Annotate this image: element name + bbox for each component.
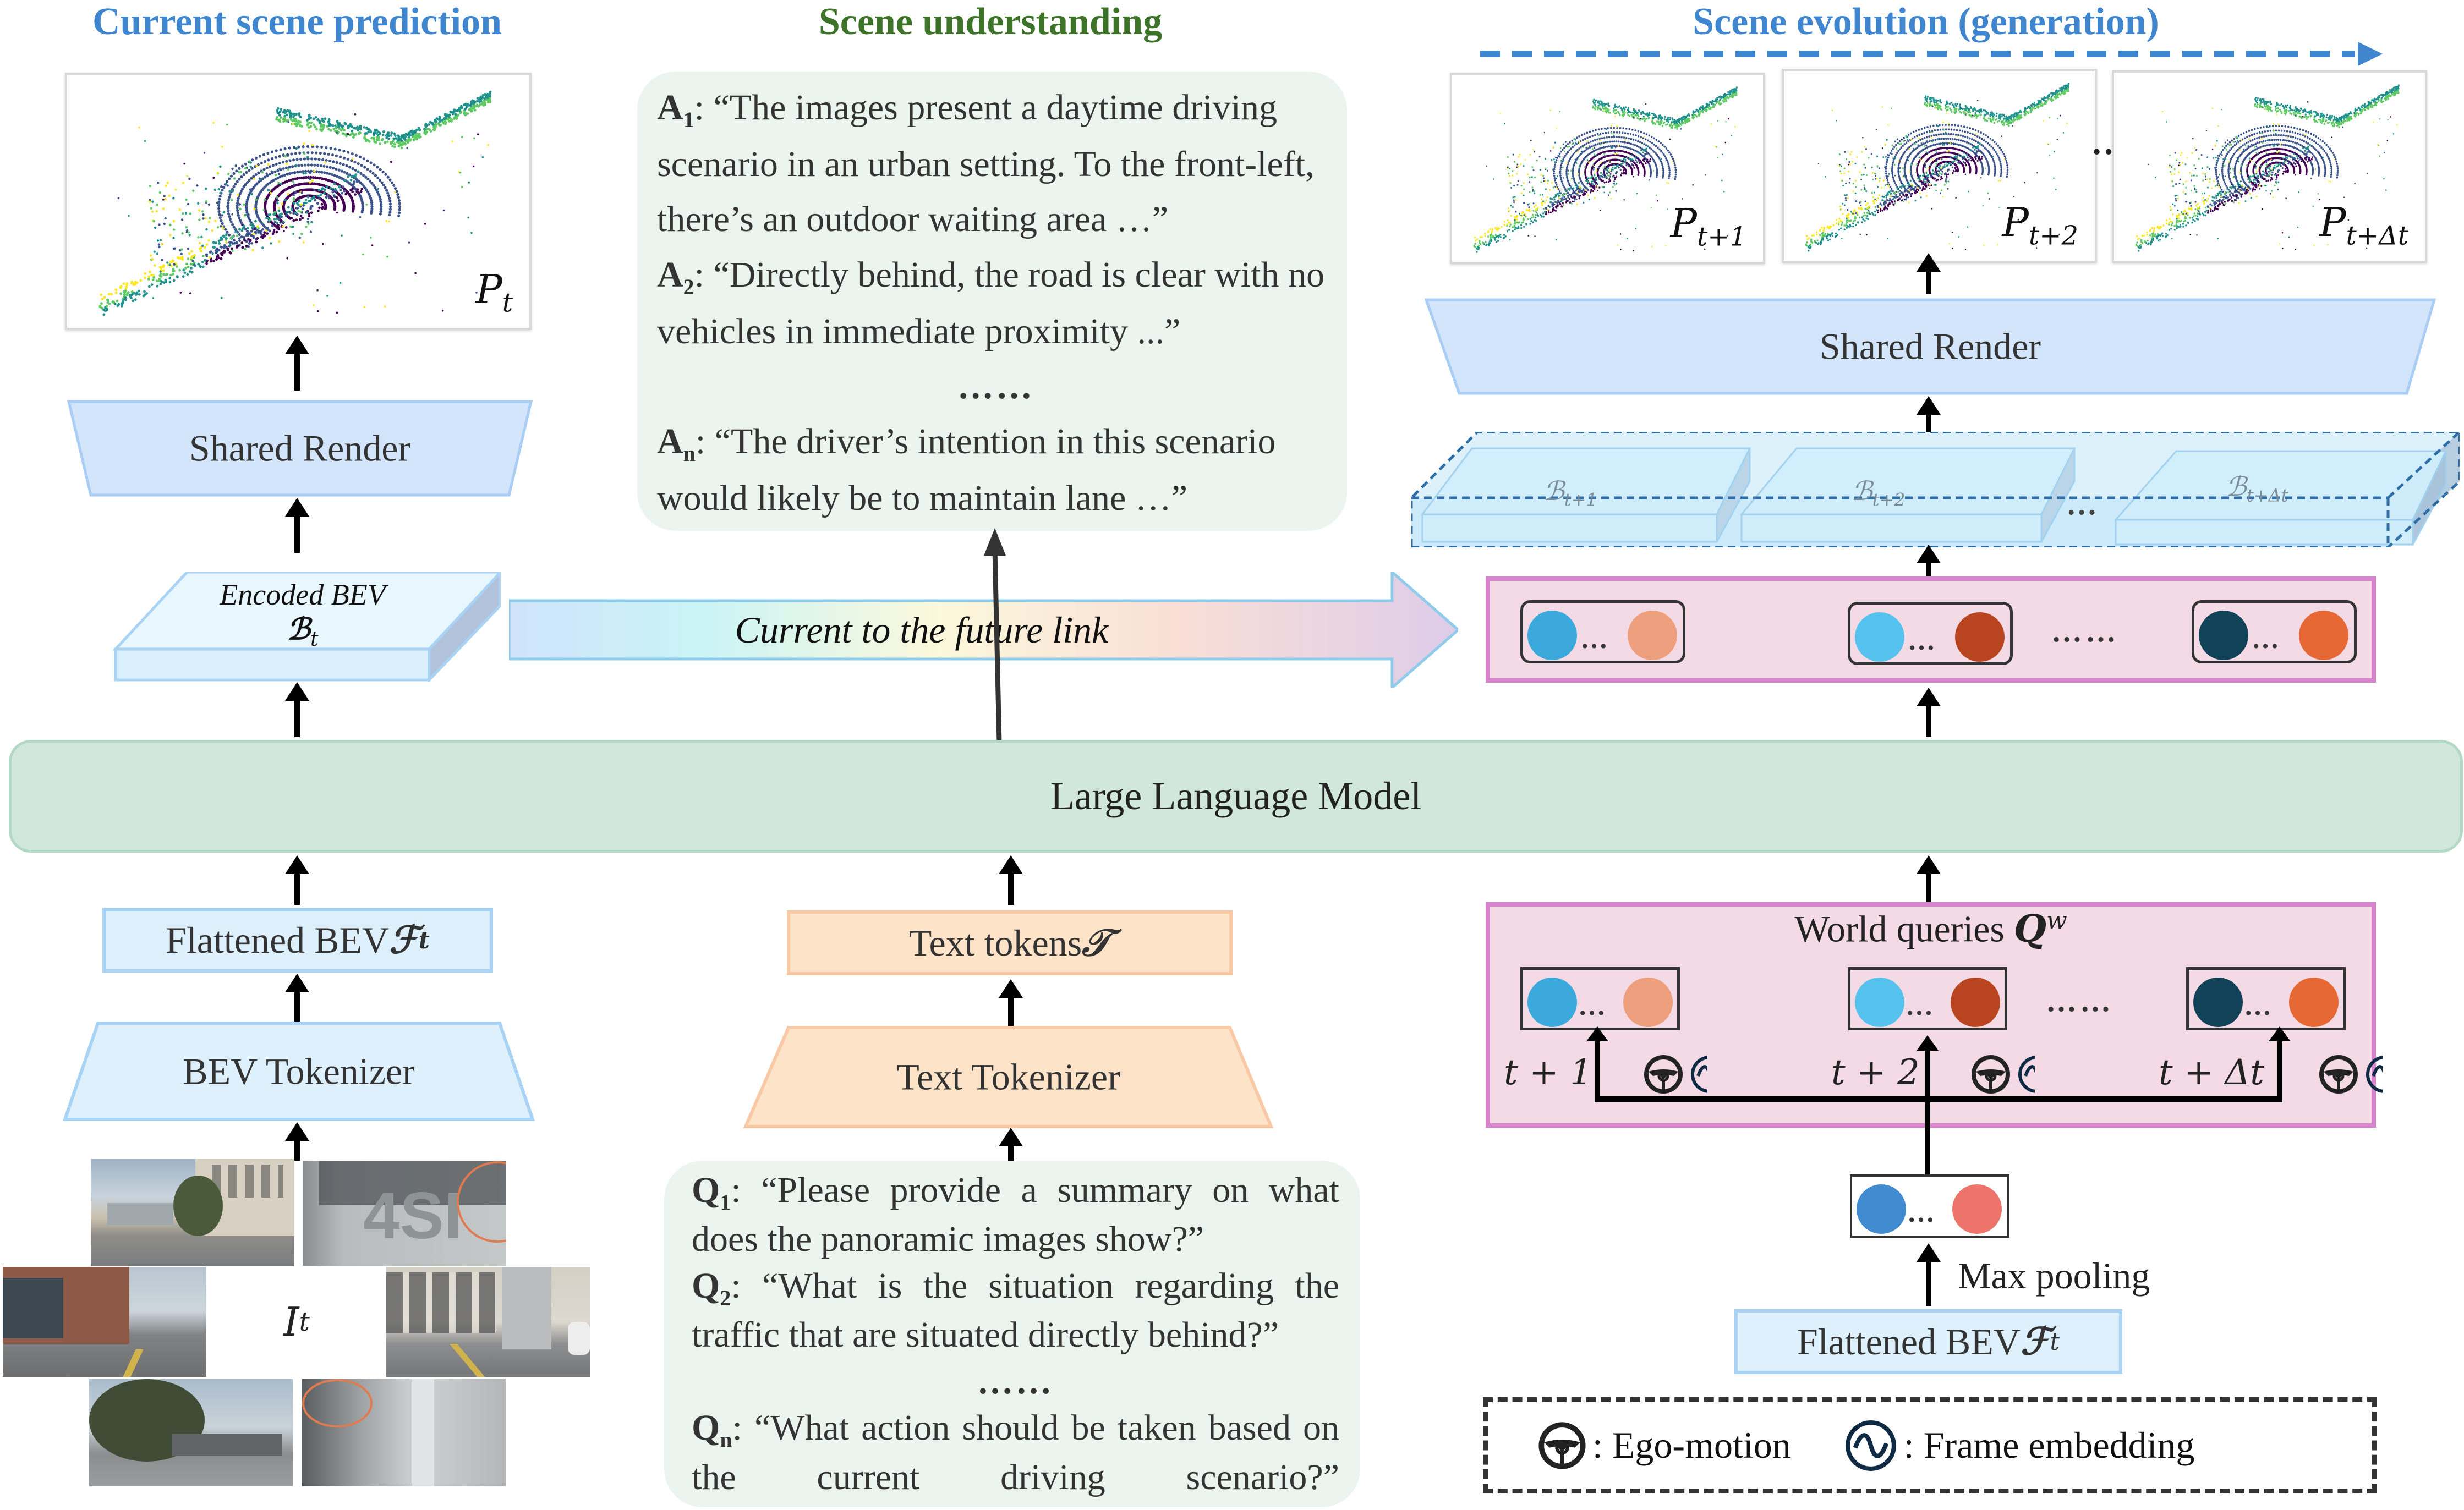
text-tokenizer: Text Tokenizer [743,1026,1274,1128]
query-group-n: … [2186,967,2346,1030]
point-cloud-plot [98,90,492,316]
tokens-ellipsis: …… [2051,614,2120,649]
answer-2: A2: “Directly behind, the road is clear … [657,254,1325,352]
token-group-2: … [1848,602,2013,665]
camera-front-right: 4SI [303,1161,506,1266]
future-bev-2-label: ℬt+2 [1852,476,1906,510]
answer-n: An: “The driver’s intention in this scen… [657,421,1276,519]
answers-bubble: A1: “The images present a daytime drivin… [637,72,1347,531]
current-scene-prediction-title: Current scene prediction [92,1,502,43]
future-point-cloud-2: Pt+2 [1782,69,2097,263]
time-label-2: t + 2 [1831,1052,1920,1093]
llm-to-answers-arrow [984,528,1006,743]
token-start [2193,978,2243,1027]
questions-ellipsis: …… [977,1361,1054,1402]
token-group-1: … [1520,600,1685,663]
arrow-up [1926,872,1931,902]
time-direction-arrow [1480,42,2383,66]
frame-embedding-icon [1843,1418,1898,1473]
output-world-tokens: … … …… … [1486,576,2376,683]
arrow-up [294,699,300,737]
arrow-up [1926,413,1931,432]
legend-frame-embedding: : Frame embedding [1903,1424,2195,1466]
token-end [2299,611,2348,660]
question-n: Qn: “What action should be taken based o… [692,1408,1339,1497]
arrow-up [294,1139,300,1161]
encoded-bev-slab: Encoded BEV ℬt [105,568,504,684]
arrow-up [1008,996,1014,1026]
token-end [1952,1184,2002,1234]
token-end [1628,611,1677,660]
scene-understanding-title: Scene understanding [818,1,1163,43]
encoded-bev-label: Encoded BEV [220,578,386,611]
token-end [1623,978,1673,1027]
arrow-up [1926,270,1931,294]
future-bev-n-label: ℬt+Δt [2226,471,2288,506]
pooled-token: … [1850,1174,2009,1238]
token-start [1855,978,1904,1027]
arrow-up [294,514,300,553]
arrow-up [1926,704,1931,737]
answer-1: A1: “The images present a daytime drivin… [657,87,1315,240]
time-label-1: t + 1 [1504,1052,1592,1093]
answers-ellipsis: …… [957,366,1034,407]
scene-evolution-title: Scene evolution (generation) [1693,1,2159,43]
query-group-2: … [1848,967,2007,1030]
query-group-1: … [1520,967,1680,1030]
future-bev-slab: ℬt+1 ℬt+2 … ℬt+Δt [1410,430,2461,549]
arrow-up [1008,872,1014,905]
time-label-n: t + Δt [2159,1052,2264,1093]
world-queries-box: World queries Qw … … …… … t + 1 t + 2 t … [1486,902,2376,1182]
max-pooling-label: Max pooling [1958,1255,2150,1297]
legend: : Ego-motion : Frame embedding [1483,1397,2377,1493]
token-end [1955,612,2005,662]
large-language-model: Large Language Model [9,740,2463,853]
question-2: Q2: “What is the situation regarding the… [692,1265,1339,1355]
token-start [1527,611,1577,660]
token-start [1855,612,1904,662]
token-start [2199,611,2248,660]
legend-ego-motion: : Ego-motion [1592,1424,1791,1466]
camera-back-right [302,1379,506,1486]
token-end [1951,978,2000,1027]
future-point-cloud-n: Pt+Δt [2112,70,2427,263]
camera-back-left [89,1379,293,1486]
questions-bubble: Q1: “Please provide a summary on what do… [664,1161,1360,1507]
future-bev-1-label: ℬt+1 [1543,476,1597,510]
bev-tokenizer: BEV Tokenizer [62,1022,535,1121]
max-pooling-arrow [1926,1260,1931,1306]
arrow-up [1008,1144,1014,1161]
future-point-cloud-1: Pt+1 [1450,73,1765,264]
token-end [2289,978,2339,1027]
world-queries-label: World queries Qw [1794,907,2067,951]
current-point-cloud: Pt [65,73,532,330]
arrow-up [294,352,300,391]
camera-left [3,1267,206,1377]
token-start [1527,978,1577,1027]
camera-front-left [91,1159,294,1266]
ego-motion-icon [1537,1421,1587,1470]
queries-ellipsis: …… [2046,984,2114,1018]
token-group-n: … [2192,600,2357,663]
text-tokens: Text tokens 𝒯 [787,910,1233,975]
bev-ellipsis: … [2066,487,2097,521]
camera-right [386,1267,590,1377]
shared-render-right: Shared Render [1424,298,2436,395]
question-1: Q1: “Please provide a summary on what do… [692,1170,1339,1260]
query-branch-arrows [1586,1026,2291,1182]
arrow-up [294,990,300,1023]
arrow-up [294,872,300,905]
arrow-up [1926,561,1931,578]
token-start [1857,1184,1906,1234]
shared-render-left: Shared Render [67,400,533,497]
link-arrow-label: Current to the future link [735,608,1109,651]
current-to-future-link-arrow: Current to the future link [507,569,1460,691]
